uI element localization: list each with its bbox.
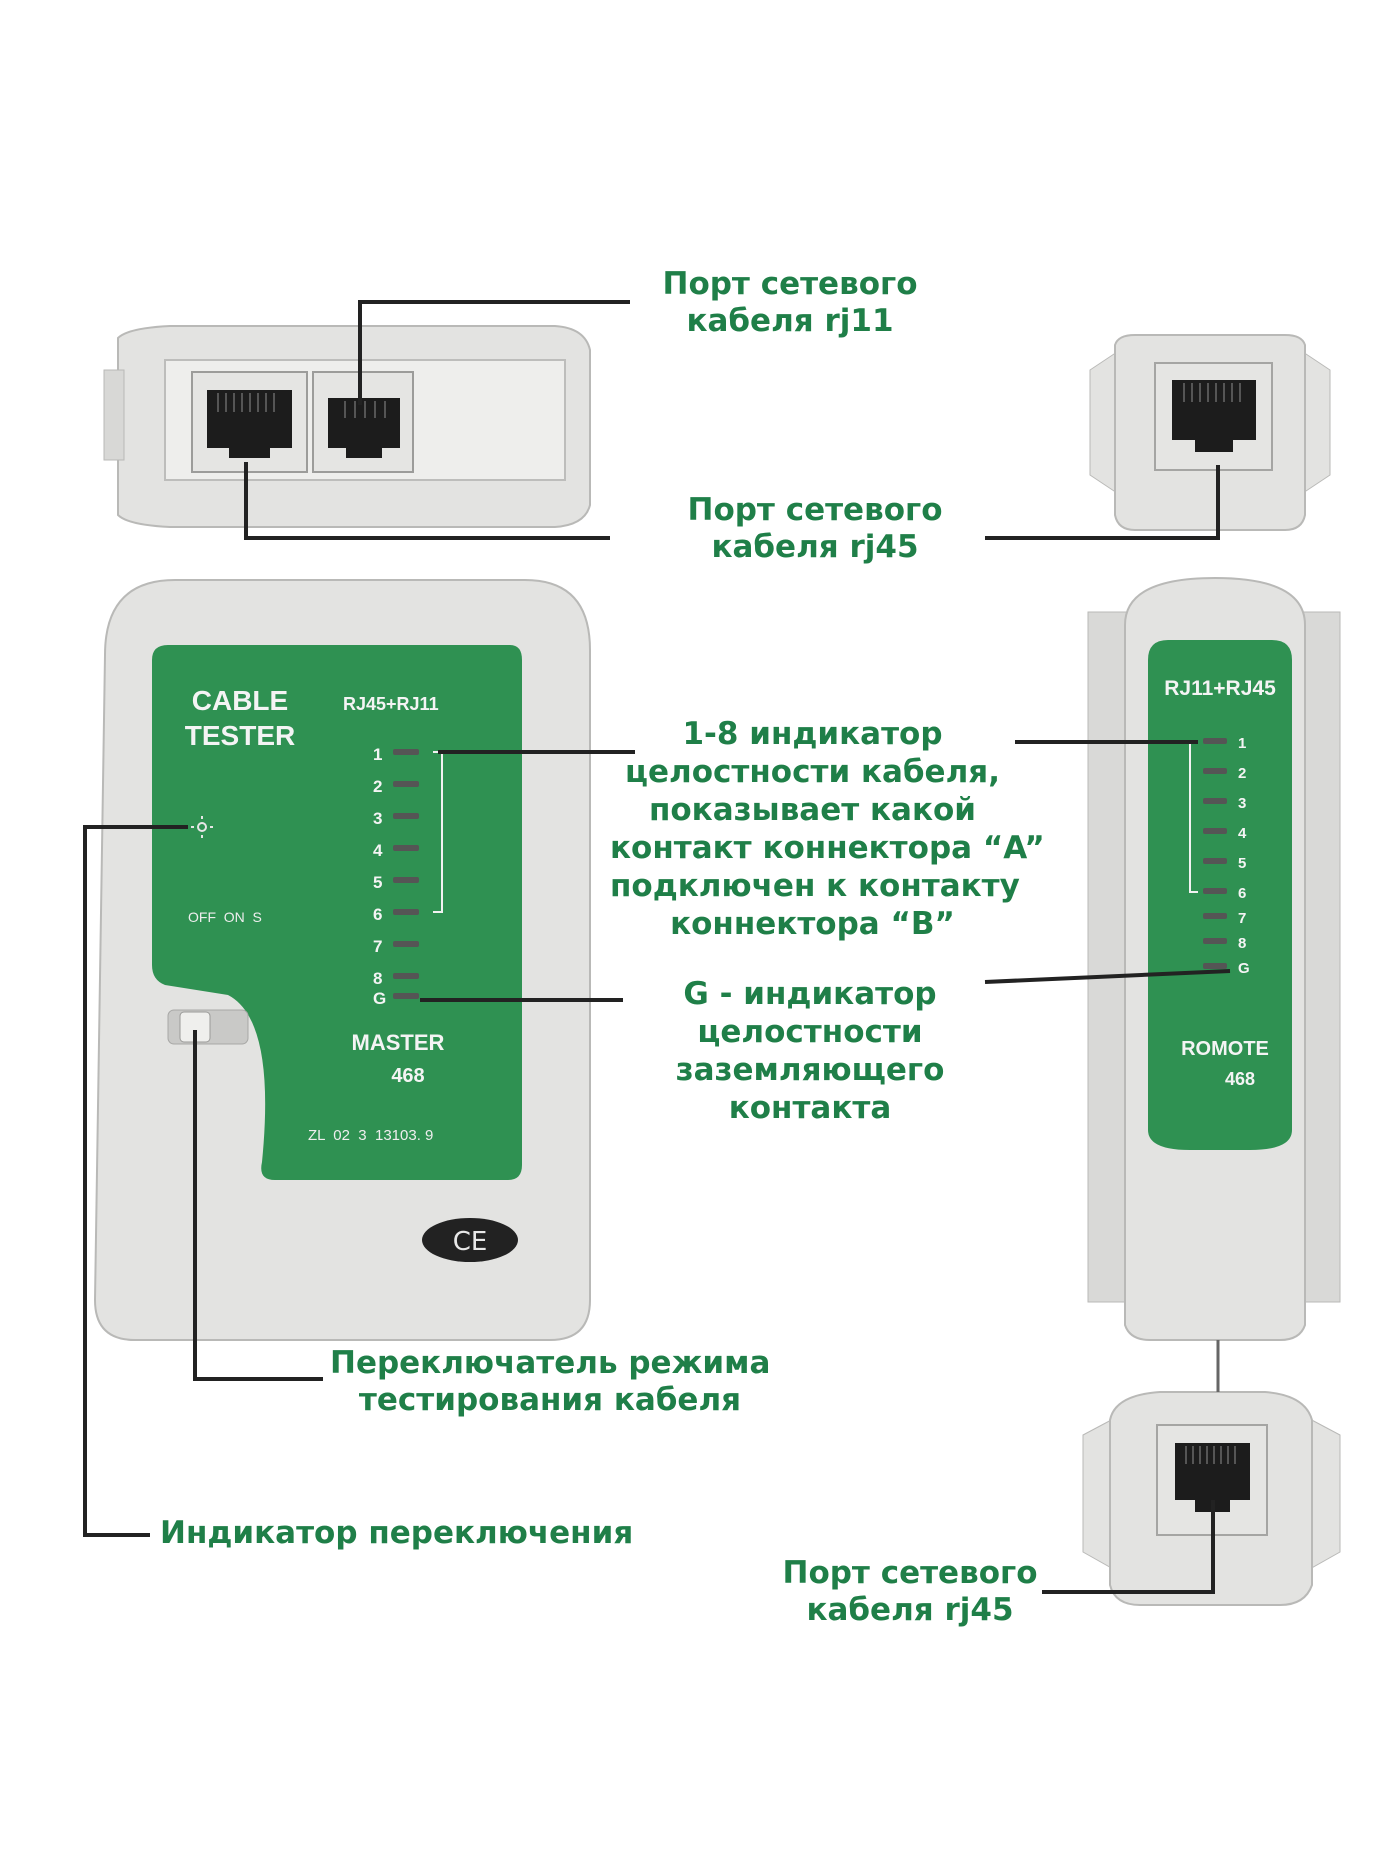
master-model-line2: 468 — [391, 1065, 424, 1087]
label-line: Индикатор переключения — [160, 1515, 634, 1551]
label-line: Порт сетевого — [687, 492, 943, 528]
label-line: контакт коннектора “A” — [610, 830, 1045, 866]
callout-line-rj45-remote-top — [985, 465, 1220, 540]
master-led-1-label: 1 — [373, 745, 382, 764]
master-switch-label: OFF ON S — [188, 909, 262, 925]
label-line: Порт сетевого — [662, 266, 918, 302]
callout-line-rj11 — [358, 300, 630, 405]
label-rj45-port-bottom: Порт сетевого кабеля rj45 — [760, 1555, 1060, 1629]
callout-lines — [83, 300, 1231, 1594]
remote-led-g-label: G — [1238, 960, 1250, 977]
label-line: коннектора “B” — [670, 906, 955, 942]
remote-led-6-label: 6 — [1238, 885, 1246, 902]
label-line: целостности кабеля, — [625, 754, 1000, 790]
ce-mark-icon: CE — [422, 1218, 518, 1262]
label-line: показывает какой — [648, 792, 977, 828]
led-icon — [393, 749, 419, 999]
master-led-2-label: 2 — [373, 777, 382, 796]
remote-led-7-label: 7 — [1238, 910, 1246, 927]
rj45-port-icon — [1172, 380, 1256, 452]
remote-model-line2: 468 — [1225, 1069, 1255, 1089]
label-line: контакта — [728, 1090, 892, 1126]
callout-line-switch — [193, 1030, 323, 1381]
remote-ports-label: RJ11+RJ45 — [1164, 677, 1276, 700]
master-green-panel — [152, 645, 522, 1180]
master-led-6-label: 6 — [373, 905, 382, 924]
label-cable-integrity: 1-8 индикатор целостности кабеля, показы… — [610, 715, 1045, 943]
master-led-7-label: 7 — [373, 937, 382, 956]
remote-model-line1: ROMOTE — [1181, 1038, 1269, 1060]
master-led-5-label: 5 — [373, 873, 382, 892]
remote-unit: RJ11+RJ45 1 2 3 4 5 6 7 8 G ROMOTE 468 — [1087, 576, 1341, 1341]
label-line: заземляющего — [675, 1052, 945, 1088]
ce-mark-text: CE — [453, 1227, 488, 1257]
master-title-line1: CABLE — [192, 685, 288, 716]
remote-led-8-label: 8 — [1238, 935, 1246, 952]
master-led-g-label: G — [373, 989, 386, 1008]
master-led-8-label: 8 — [373, 969, 382, 988]
callout-line-indicator — [83, 825, 188, 1537]
label-line: Порт сетевого — [782, 1555, 1038, 1591]
remote-led-5-label: 5 — [1238, 855, 1246, 872]
rj45-port-icon — [1175, 1443, 1250, 1512]
label-line: 1-8 индикатор — [682, 716, 943, 752]
callout-line-rj45-remote-bottom — [1042, 1500, 1215, 1594]
label-rj11-port: Порт сетевого кабеля rj11 — [630, 266, 950, 340]
remote-green-panel — [1148, 640, 1292, 1150]
callout-line-g-remote — [984, 969, 1231, 984]
label-line: кабеля rj11 — [686, 303, 894, 340]
label-ground-integrity: G - индикатор целостности заземляющего к… — [640, 975, 980, 1127]
label-mode-switch: Переключатель режима тестирования кабеля — [330, 1345, 770, 1419]
master-top-view — [103, 325, 591, 528]
remote-led-3-label: 3 — [1238, 795, 1246, 812]
label-line: подключен к контакту — [610, 868, 1020, 904]
master-title-line2: TESTER — [185, 720, 295, 751]
power-indicator-icon — [191, 816, 213, 838]
label-line: G - индикатор — [683, 976, 937, 1012]
master-model-line1: MASTER — [352, 1030, 445, 1055]
label-line: кабеля rj45 — [806, 1592, 1014, 1629]
label-line: кабеля rj45 — [711, 529, 919, 566]
remote-led-4-label: 4 — [1238, 825, 1247, 842]
remote-led-2-label: 2 — [1238, 765, 1246, 782]
label-line: Переключатель режима — [330, 1345, 771, 1381]
label-rj45-port-top: Порт сетевого кабеля rj45 — [655, 492, 975, 566]
remote-top-view — [1089, 334, 1331, 531]
label-line: целостности — [697, 1014, 923, 1050]
master-unit: CABLE TESTER RJ45+RJ11 1 2 3 4 5 6 7 8 G… — [93, 579, 591, 1341]
master-serial: ZL 02 3 13103. 9 — [308, 1127, 433, 1144]
callout-line-rj45-master — [244, 462, 610, 540]
label-switch-indicator: Индикатор переключения — [160, 1515, 640, 1552]
rj45-port-icon — [207, 390, 292, 458]
remote-led-1-label: 1 — [1238, 735, 1246, 752]
master-ports-label: RJ45+RJ11 — [343, 694, 439, 714]
led-icon — [1203, 738, 1227, 969]
rj11-port-icon — [328, 398, 400, 458]
master-led-3-label: 3 — [373, 809, 382, 828]
slide-switch-icon[interactable] — [167, 1009, 249, 1045]
master-led-4-label: 4 — [373, 841, 383, 860]
label-line: тестирования кабеля — [358, 1382, 742, 1419]
